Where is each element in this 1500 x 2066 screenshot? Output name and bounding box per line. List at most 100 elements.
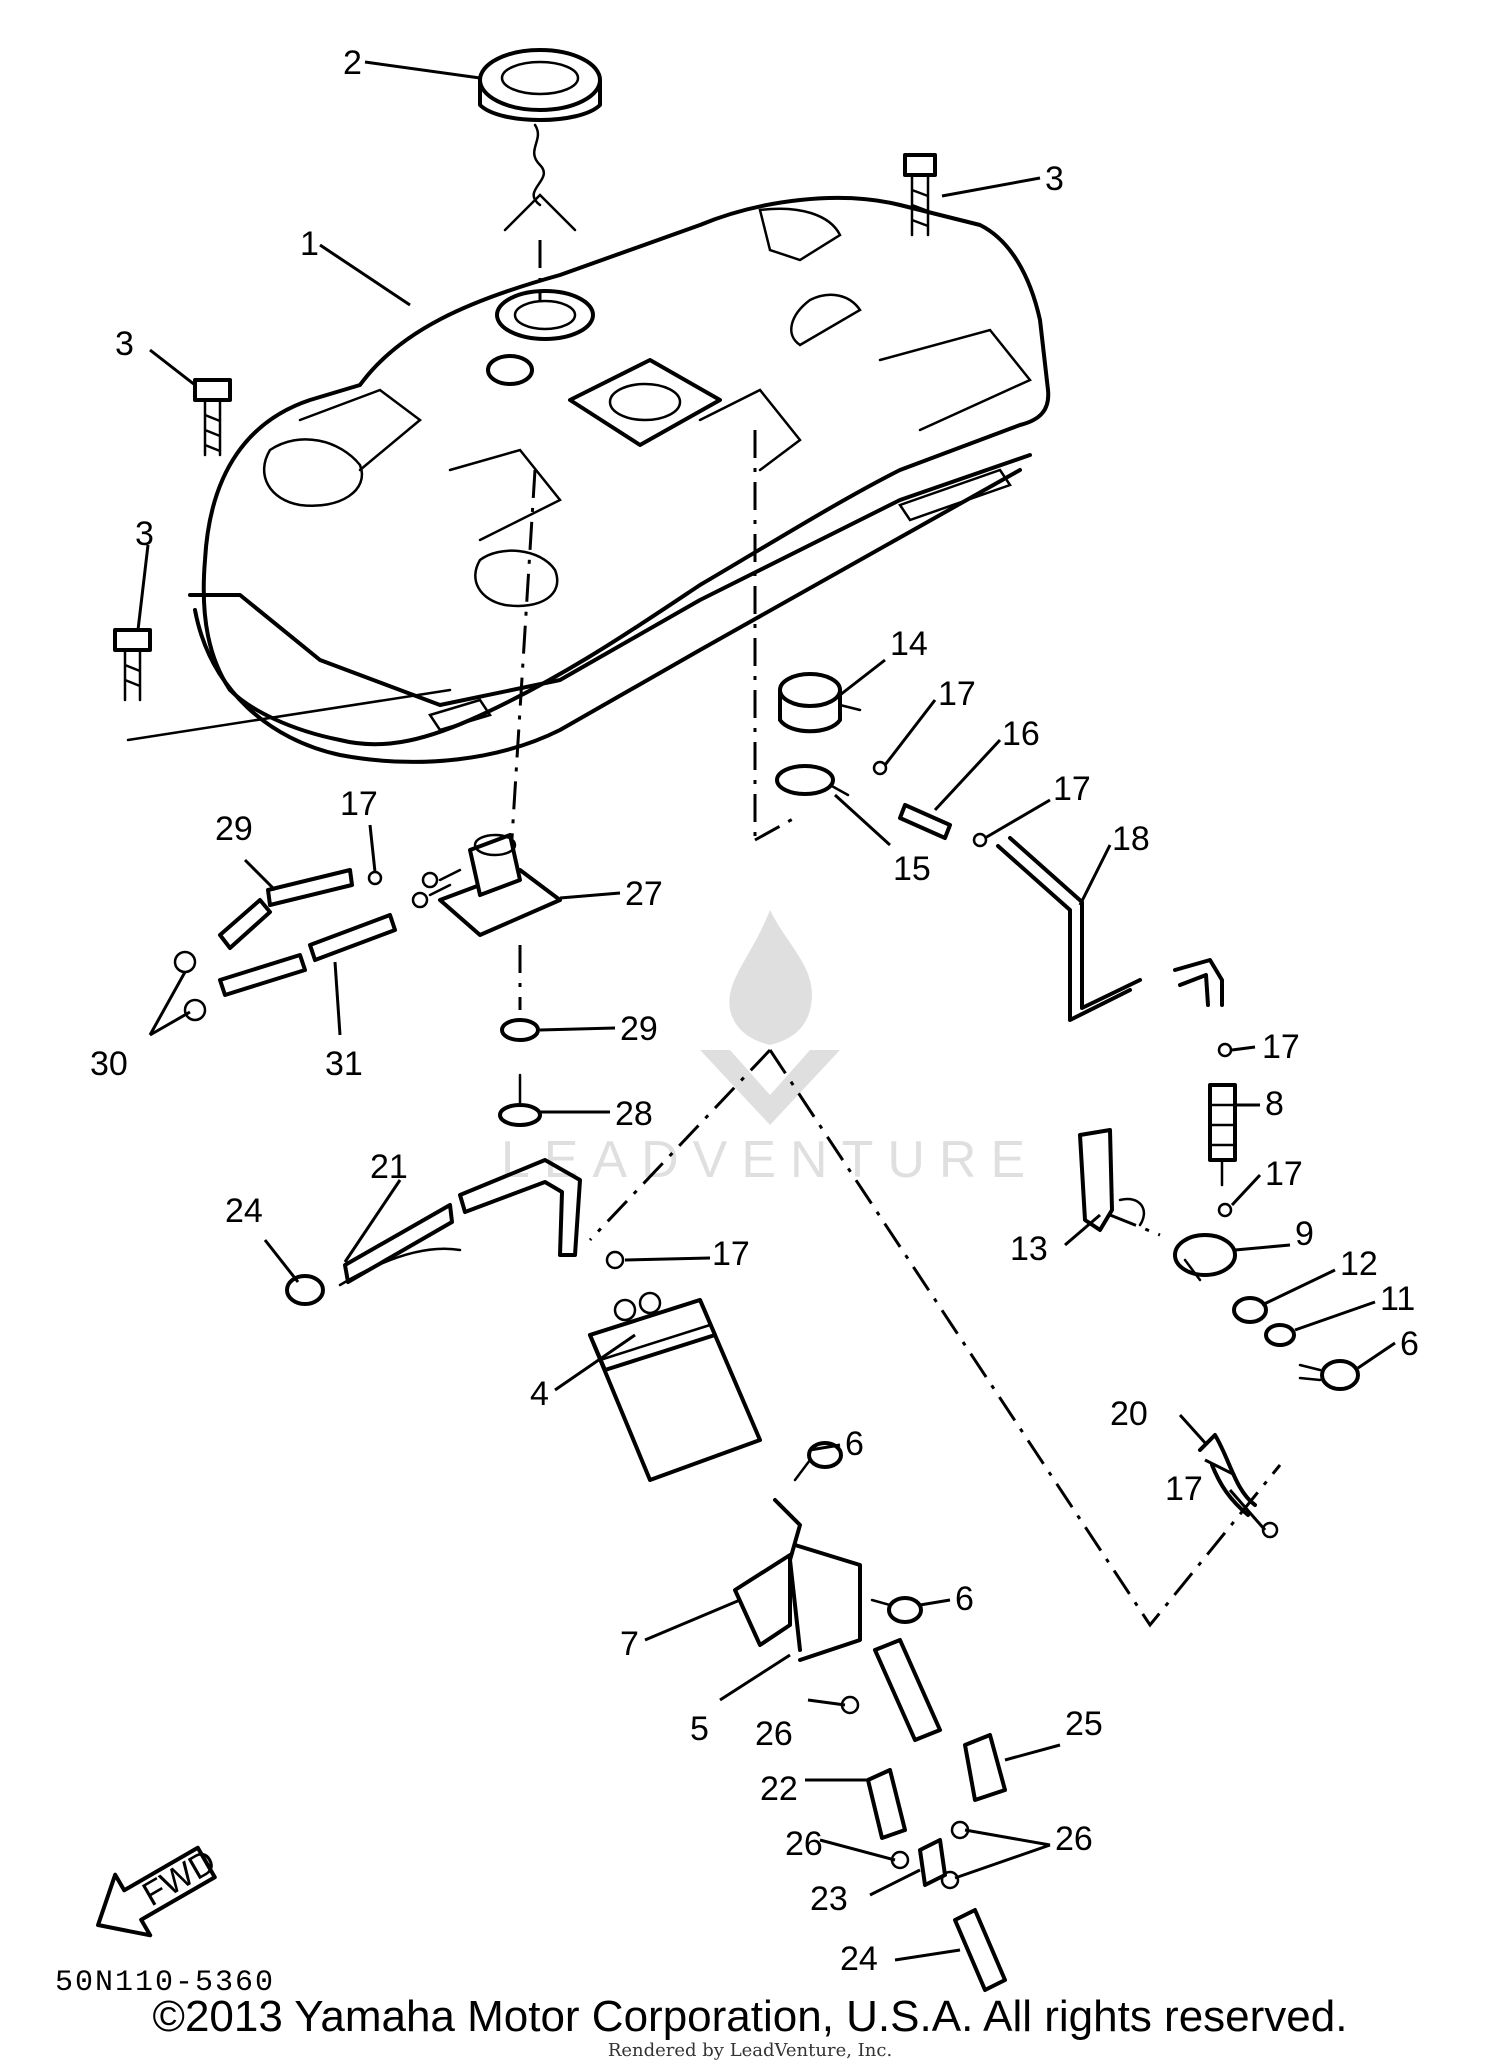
- hose-clip: [285, 1274, 325, 1306]
- check-valve: [1208, 1083, 1237, 1187]
- callout-number: 26: [755, 1715, 793, 1753]
- charcoal-canister: [588, 1291, 762, 1482]
- washer: [1264, 1323, 1296, 1347]
- leader-line: [1231, 1045, 1256, 1052]
- bolt: [193, 378, 232, 457]
- leader-line: [1004, 1743, 1061, 1762]
- leader-line: [933, 738, 1002, 812]
- callout-number: 22: [760, 1770, 798, 1808]
- leader-line: [644, 1598, 741, 1642]
- callout-number: 17: [712, 1235, 750, 1273]
- copyright-notice: ©2013 Yamaha Motor Corporation, U.S.A. A…: [152, 1992, 1348, 2041]
- screw: [1298, 1359, 1360, 1391]
- breather-fitting: [872, 760, 952, 840]
- hose-clip: [972, 832, 988, 848]
- hose-clip: [605, 1250, 625, 1270]
- hose: [218, 898, 272, 950]
- hose-path: [338, 1247, 462, 1287]
- callout-number: 7: [620, 1625, 639, 1663]
- callout-number: 8: [1265, 1085, 1284, 1123]
- leader-line: [839, 658, 886, 697]
- centerline: [768, 1049, 1282, 1628]
- callout-number: 9: [1295, 1215, 1314, 1253]
- leader-line: [1228, 1489, 1267, 1531]
- leader-line: [894, 1948, 961, 1962]
- rendered-by-credit: Rendered by LeadVenture, Inc.: [607, 2040, 893, 2061]
- leader-line: [263, 1239, 300, 1283]
- callout-number: 24: [840, 1940, 878, 1978]
- leader-line: [243, 858, 277, 892]
- hose-clip: [367, 870, 383, 886]
- watermark-text: LEADVENTURE: [500, 1131, 1040, 1189]
- breather-hose: [1173, 958, 1224, 1007]
- washer: [500, 1018, 540, 1042]
- leader-line: [919, 1598, 951, 1607]
- callout-number: 17: [340, 785, 378, 823]
- callout-number: 4: [530, 1375, 549, 1413]
- callout-number: 12: [1340, 1245, 1378, 1283]
- valve-body: [1173, 1233, 1237, 1282]
- hose: [873, 1638, 942, 1742]
- forward-label: FWD: [136, 1842, 222, 1914]
- flame-icon: [700, 910, 840, 1125]
- hose-clip: [183, 998, 207, 1022]
- leader-line: [1234, 1243, 1291, 1252]
- bolt: [903, 153, 937, 237]
- callout-number: 29: [620, 1010, 658, 1048]
- leader-line: [819, 1838, 896, 1862]
- bolt-alignment-line: [126, 688, 452, 742]
- callout-number: 30: [90, 1045, 128, 1083]
- callout-number: 17: [1262, 1028, 1300, 1066]
- leader-line: [624, 1256, 711, 1262]
- callout-number: 26: [1055, 1820, 1093, 1858]
- callout-number: 21: [370, 1148, 408, 1186]
- callout-number: 3: [135, 515, 154, 553]
- leader-line: [1064, 1213, 1101, 1247]
- callout-number: 25: [1065, 1705, 1103, 1743]
- leader-line: [554, 1333, 636, 1392]
- callout-number: 6: [1400, 1325, 1419, 1363]
- callout-number: 5: [690, 1710, 709, 1748]
- hose: [343, 1203, 454, 1284]
- leader-line: [319, 243, 411, 307]
- callout-number: 2: [343, 44, 362, 82]
- callout-number: 28: [615, 1095, 653, 1133]
- hose-clip: [173, 950, 197, 974]
- leader-line: [539, 1026, 616, 1032]
- canister-bracket: [733, 1543, 862, 1662]
- leader-line: [809, 1443, 841, 1452]
- centerline: [754, 813, 801, 842]
- hose: [1198, 1433, 1257, 1517]
- centerline: [508, 469, 537, 871]
- bolt: [113, 628, 152, 702]
- callout-number: 11: [1380, 1280, 1415, 1318]
- callout-number: 6: [955, 1580, 974, 1618]
- leader-line: [807, 1698, 846, 1707]
- leader-line: [149, 348, 196, 387]
- leader-line: [883, 699, 937, 766]
- forward-direction-arrow: FWD: [96, 1842, 222, 1938]
- breather-cap: [778, 672, 862, 734]
- hose: [866, 1768, 907, 1840]
- leader-line: [136, 544, 150, 631]
- leader-line: [1294, 1300, 1376, 1332]
- leader-line: [1204, 1458, 1236, 1477]
- leader-line: [954, 1828, 1051, 1880]
- leader-line: [1078, 844, 1112, 906]
- drawing-code: 50N110-5360: [55, 1966, 275, 2000]
- leader-line: [368, 824, 377, 873]
- hose-clip: [1217, 1042, 1233, 1058]
- callout-number: 17: [1165, 1470, 1203, 1508]
- joint: [918, 1838, 947, 1887]
- callout-number: 3: [115, 325, 134, 363]
- callout-number: 17: [1265, 1155, 1303, 1193]
- leader-line: [364, 60, 481, 80]
- hose-clip: [940, 1870, 960, 1890]
- leader-line: [1261, 1268, 1336, 1307]
- hose: [458, 1158, 582, 1257]
- breather-hose: [996, 836, 1142, 1022]
- hose: [266, 868, 354, 907]
- leader-line: [869, 1868, 921, 1897]
- callout-number: 23: [810, 1880, 848, 1918]
